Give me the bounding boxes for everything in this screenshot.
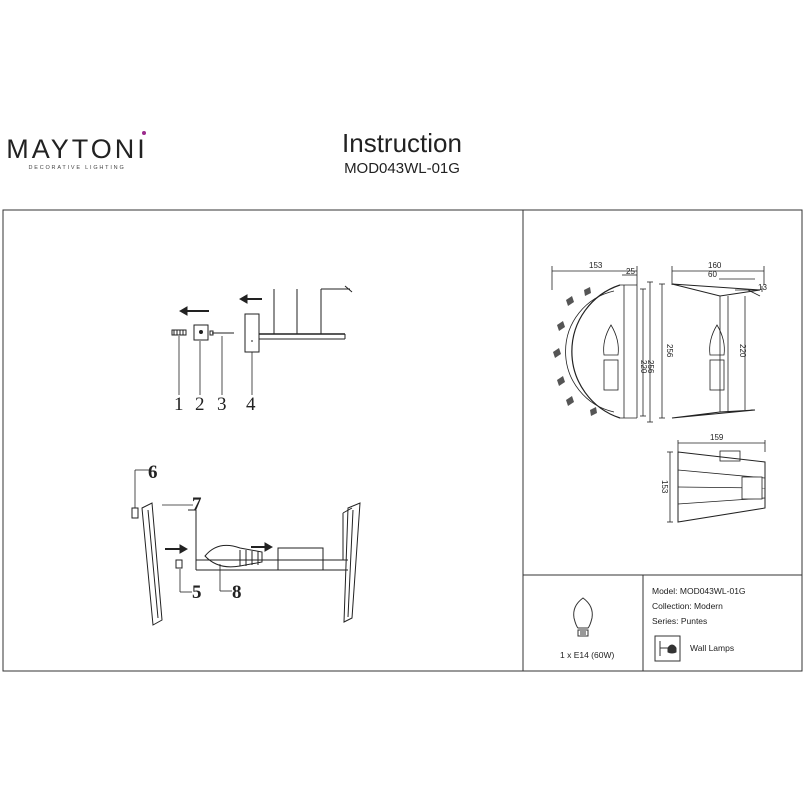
arrow-left-icon (238, 294, 262, 304)
part-screw-1 (171, 329, 187, 336)
part-label-4: 4 (246, 394, 256, 415)
info-type: Wall Lamps (690, 643, 735, 653)
dim-top-depth: 153 (660, 480, 669, 494)
dim-side-width: 160 (708, 261, 722, 270)
dim-side-top: 13 (758, 283, 767, 292)
part-plate-2 (193, 324, 209, 341)
page-title: Instruction (342, 128, 462, 158)
part-screw-5 (175, 559, 183, 569)
part-label-8: 8 (232, 582, 242, 603)
assembly-diagram-top (171, 285, 353, 395)
arrow-left-icon (178, 306, 209, 316)
crystal-panel-right (343, 502, 361, 623)
brand-tagline: DECORATIVE LIGHTING (28, 165, 126, 171)
part-label-1: 1 (174, 394, 184, 415)
dim-top-width: 159 (710, 433, 724, 442)
part-label-6: 6 (148, 462, 158, 483)
bulb-icon (573, 597, 593, 637)
arrow-right-icon (251, 542, 274, 552)
logo-dot (142, 131, 146, 135)
dimension-side-view (659, 266, 765, 419)
arrow-right-icon (165, 544, 189, 554)
part-label-7: 7 (192, 494, 202, 515)
assembly-diagram-bottom (131, 469, 361, 626)
part-label-3: 3 (217, 394, 227, 415)
dimension-front-view (551, 266, 653, 423)
dim-front-h2: 256 (646, 360, 655, 374)
info-model: Model: MOD043WL-01G (652, 586, 746, 596)
dim-side-inner: 60 (708, 270, 717, 279)
dim-front-depth: 25 (626, 267, 635, 276)
dim-front-width: 153 (589, 261, 603, 270)
part-bracket-4 (244, 313, 260, 353)
dim-side-inner-height: 220 (738, 344, 747, 358)
part-label-5: 5 (192, 582, 202, 603)
dimension-top-view (667, 440, 766, 523)
part-label-2: 2 (195, 394, 205, 415)
info-collection: Collection: Modern (652, 601, 723, 611)
brand-name: MAYTONI (6, 134, 148, 164)
model-code: MOD043WL-01G (344, 160, 460, 177)
crystal-panel-left (141, 502, 163, 626)
part-screw-6 (131, 507, 139, 519)
dim-front-h1: 220 (639, 360, 648, 374)
info-series: Series: Puntes (652, 616, 708, 626)
sheet-border (2, 209, 803, 672)
bulb-candle (204, 544, 263, 568)
brand-logo: MAYTONI DECORATIVE LIGHTING (2, 131, 152, 171)
socket-holder (277, 547, 324, 571)
wall-lamp-icon (654, 635, 681, 662)
dim-side-height: 256 (665, 344, 674, 358)
bulb-spec: 1 x E14 (60W) (560, 650, 615, 660)
